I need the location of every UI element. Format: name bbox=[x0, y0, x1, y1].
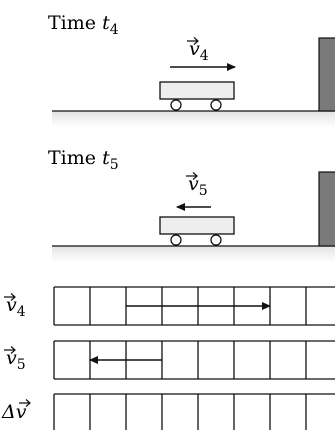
vector-accent-icon bbox=[4, 293, 16, 301]
vector-grid: v4 v5 Δv bbox=[1, 286, 335, 430]
wall bbox=[318, 37, 335, 112]
row-label-delta-v: Δv bbox=[1, 401, 27, 423]
wall bbox=[318, 171, 335, 247]
velocity-label-v5: v5 bbox=[188, 173, 208, 199]
velocity-label-v4: v4 bbox=[189, 38, 209, 64]
row-label-v4: v4 bbox=[6, 294, 26, 320]
ground-shading bbox=[52, 111, 335, 127]
vector-accent-icon bbox=[186, 172, 198, 180]
ground-shading bbox=[52, 246, 335, 262]
time-label-t5: Time t5 bbox=[48, 147, 119, 173]
grid-row bbox=[53, 393, 335, 430]
cart-wheel-right bbox=[210, 99, 222, 111]
row-label-v5: v5 bbox=[6, 347, 26, 373]
vector-accent-icon bbox=[19, 399, 31, 407]
cart-body bbox=[159, 81, 235, 100]
grid-rows bbox=[53, 286, 335, 430]
cart-wheel-left bbox=[170, 99, 182, 111]
cart-t5 bbox=[159, 216, 235, 246]
time-label-t4: Time t4 bbox=[48, 12, 119, 38]
grid-row bbox=[53, 286, 335, 326]
cart-wheel-right bbox=[210, 234, 222, 246]
vector-accent-icon bbox=[4, 346, 16, 354]
cart-wheel-left bbox=[170, 234, 182, 246]
cart-body bbox=[159, 216, 235, 235]
vector-accent-icon bbox=[187, 37, 199, 45]
panel-time-t5: Time t5 v5 bbox=[48, 147, 335, 262]
panel-time-t4: Time t4 v4 bbox=[48, 12, 335, 127]
cart-t4 bbox=[159, 81, 235, 111]
grid-row bbox=[53, 340, 335, 380]
